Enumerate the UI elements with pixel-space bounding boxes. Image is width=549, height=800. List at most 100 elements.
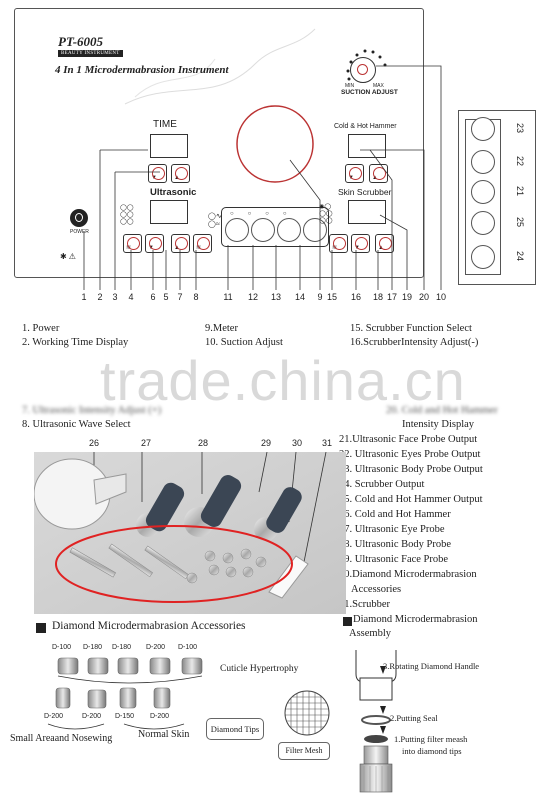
- meter-ring: [236, 105, 314, 183]
- ultrasonic-mode-icons: ◯◯◯◯◯◯: [120, 205, 134, 225]
- callout-1: 1: [81, 292, 87, 302]
- accessories-bullet-icon: [36, 623, 46, 633]
- normal-skin-label: Normal Skin: [138, 729, 190, 740]
- model-badge: BEAUTY INSTRUMENT: [58, 50, 123, 57]
- scrubber-mode-icons: ◉◯◯◯◯◯: [319, 204, 333, 224]
- tip-label-6: D-200: [44, 713, 64, 720]
- callout-3: 3: [112, 292, 118, 302]
- legend-item-27: 27. Ultrasonic Eye Probe: [339, 524, 445, 535]
- legend-item-23: 23. Ultrasonic Body Probe Output: [339, 464, 483, 475]
- callout-7: 7: [177, 292, 183, 302]
- eyes-probe-port-icon: [471, 150, 495, 174]
- callout-2: 2: [97, 292, 103, 302]
- function-leds: ○○○○: [230, 211, 301, 217]
- legend-item-30: 30.Diamond Microdermabrasion: [339, 569, 477, 580]
- suction-adjust-label: SUCTION ADJUST: [341, 89, 398, 96]
- function-button-13[interactable]: [277, 218, 301, 242]
- port-24: 24: [515, 250, 526, 262]
- hammer-down-button[interactable]: ▼: [345, 164, 364, 183]
- tip-label-9: D-200: [150, 713, 170, 720]
- suction-min: MIN: [345, 83, 355, 89]
- assembly-step-2: 2.Putting Seal: [390, 713, 438, 723]
- diamond-tips-label: Diamond Tips: [206, 718, 264, 740]
- legend-item-29: 29. Ultrasonic Face Probe: [339, 554, 449, 565]
- ultrasonic-intensity-down-button[interactable]: ▼: [145, 234, 164, 253]
- panel-decoration: [124, 28, 316, 183]
- port-22: 22: [515, 155, 526, 167]
- port-23: 23: [515, 122, 526, 134]
- legend-item-26: 26. Cold and Hot Hammer: [339, 509, 451, 520]
- suction-knob[interactable]: [350, 57, 376, 83]
- watermark: trade.china.cn: [100, 349, 466, 412]
- power-label: POWER: [70, 229, 89, 235]
- tip-label-5: D-100: [178, 644, 198, 651]
- scrubber-function-button[interactable]: ≋: [329, 234, 348, 253]
- callout-9: 9: [317, 292, 323, 302]
- scrubber-intensity-up-button[interactable]: ▲: [375, 234, 394, 253]
- tip-label-3: D-180: [112, 644, 132, 651]
- ultrasonic-intensity-up-button[interactable]: ▲: [171, 234, 190, 253]
- instrument-title: 4 In 1 Microdermabrasion Instrument: [55, 64, 229, 76]
- legend-item-10: 10. Suction Adjust: [205, 337, 283, 348]
- ultrasonic-wave-select-button[interactable]: ≋: [193, 234, 212, 253]
- cuticle-label: Cuticle Hypertrophy: [220, 664, 299, 674]
- tip-label-8: D-150: [115, 713, 135, 720]
- tip-label-4: D-200: [146, 644, 166, 651]
- time-down-button[interactable]: ▼: [148, 164, 167, 183]
- ultrasonic-wave-button-a[interactable]: ≋: [123, 234, 142, 253]
- scrubber-port-icon: [471, 245, 495, 269]
- assembly-step-1: 1.Putting filter meash: [394, 734, 468, 744]
- legend-right-list: 21.Ultrasonic Face Probe Output 22. Ultr…: [339, 432, 539, 612]
- photo-callout-26: 26: [88, 438, 99, 448]
- function-button-11[interactable]: [225, 218, 249, 242]
- legend-item-20-cont: Intensity Display: [402, 419, 475, 430]
- face-probe-port-icon: [471, 180, 495, 204]
- callout-6: 6: [150, 292, 156, 302]
- callout-20: 20: [418, 292, 429, 302]
- legend-item-30-cont: Accessories: [351, 584, 402, 595]
- legend-item-25: 25. Cold and Hot Hammer Output: [339, 494, 483, 505]
- legend-item-9: 9.Meter: [205, 323, 238, 334]
- function-button-14[interactable]: [303, 218, 327, 242]
- legend-item-31: 31.Scrubber: [339, 599, 391, 610]
- port-21: 21: [515, 185, 526, 197]
- assembly-step-1-cont: into diamond tips: [402, 746, 462, 756]
- power-icon: [75, 213, 83, 222]
- legend-item-24: 24. Scrubber Output: [339, 479, 425, 490]
- diamond-tips-drawing: [55, 657, 203, 709]
- function-button-12[interactable]: [251, 218, 275, 242]
- output-port-panel: 23 22 21 25 24: [458, 110, 536, 285]
- callout-4: 4: [128, 292, 134, 302]
- callout-12: 12: [247, 292, 258, 302]
- ultrasonic-display: [150, 200, 188, 224]
- scrubber-intensity-down-button[interactable]: ▼: [351, 234, 370, 253]
- callout-5: 5: [163, 292, 169, 302]
- power-button[interactable]: [70, 209, 88, 227]
- port-25: 25: [515, 216, 526, 228]
- photo-callout-30: 30: [291, 438, 302, 448]
- tip-label-1: D-100: [52, 644, 72, 651]
- legend-item-2: 2. Working Time Display: [22, 337, 129, 348]
- assembly-bullet-icon: [343, 617, 352, 626]
- time-up-button[interactable]: ▲: [171, 164, 190, 183]
- ultrasonic-label: Ultrasonic: [150, 187, 197, 198]
- legend-item-8: 8. Ultrasonic Wave Select: [22, 419, 131, 430]
- tip-label-2: D-180: [83, 644, 103, 651]
- legend-item-20: 20. Cold and Hot Hammer: [386, 405, 498, 416]
- warning-icon: ✱ ⚠: [60, 252, 76, 261]
- legend-item-22: 22. Ultrasonic Eyes Probe Output: [339, 449, 481, 460]
- legend-item-7: 7. Ultrasonic Intensity Adjust (+): [22, 405, 162, 416]
- tip-label-7: D-200: [82, 713, 102, 720]
- hammer-up-button[interactable]: ▲: [369, 164, 388, 183]
- wave-indicator-icons: ◯∿◯≈: [208, 212, 222, 228]
- time-display: [150, 134, 188, 158]
- photo-callout-27: 27: [140, 438, 151, 448]
- accessories-header: Diamond Microdermabrasion Accessories: [52, 620, 246, 632]
- model-name: PT-6005: [58, 34, 104, 49]
- assembly-header-2: Assembly: [349, 628, 391, 639]
- callout-13: 13: [270, 292, 281, 302]
- assembly-header-1: Diamond Microdermabrasion: [353, 614, 478, 625]
- legend-item-15: 15. Scrubber Function Select: [350, 323, 472, 334]
- callout-11: 11: [223, 292, 233, 302]
- photo-callout-29: 29: [260, 438, 271, 448]
